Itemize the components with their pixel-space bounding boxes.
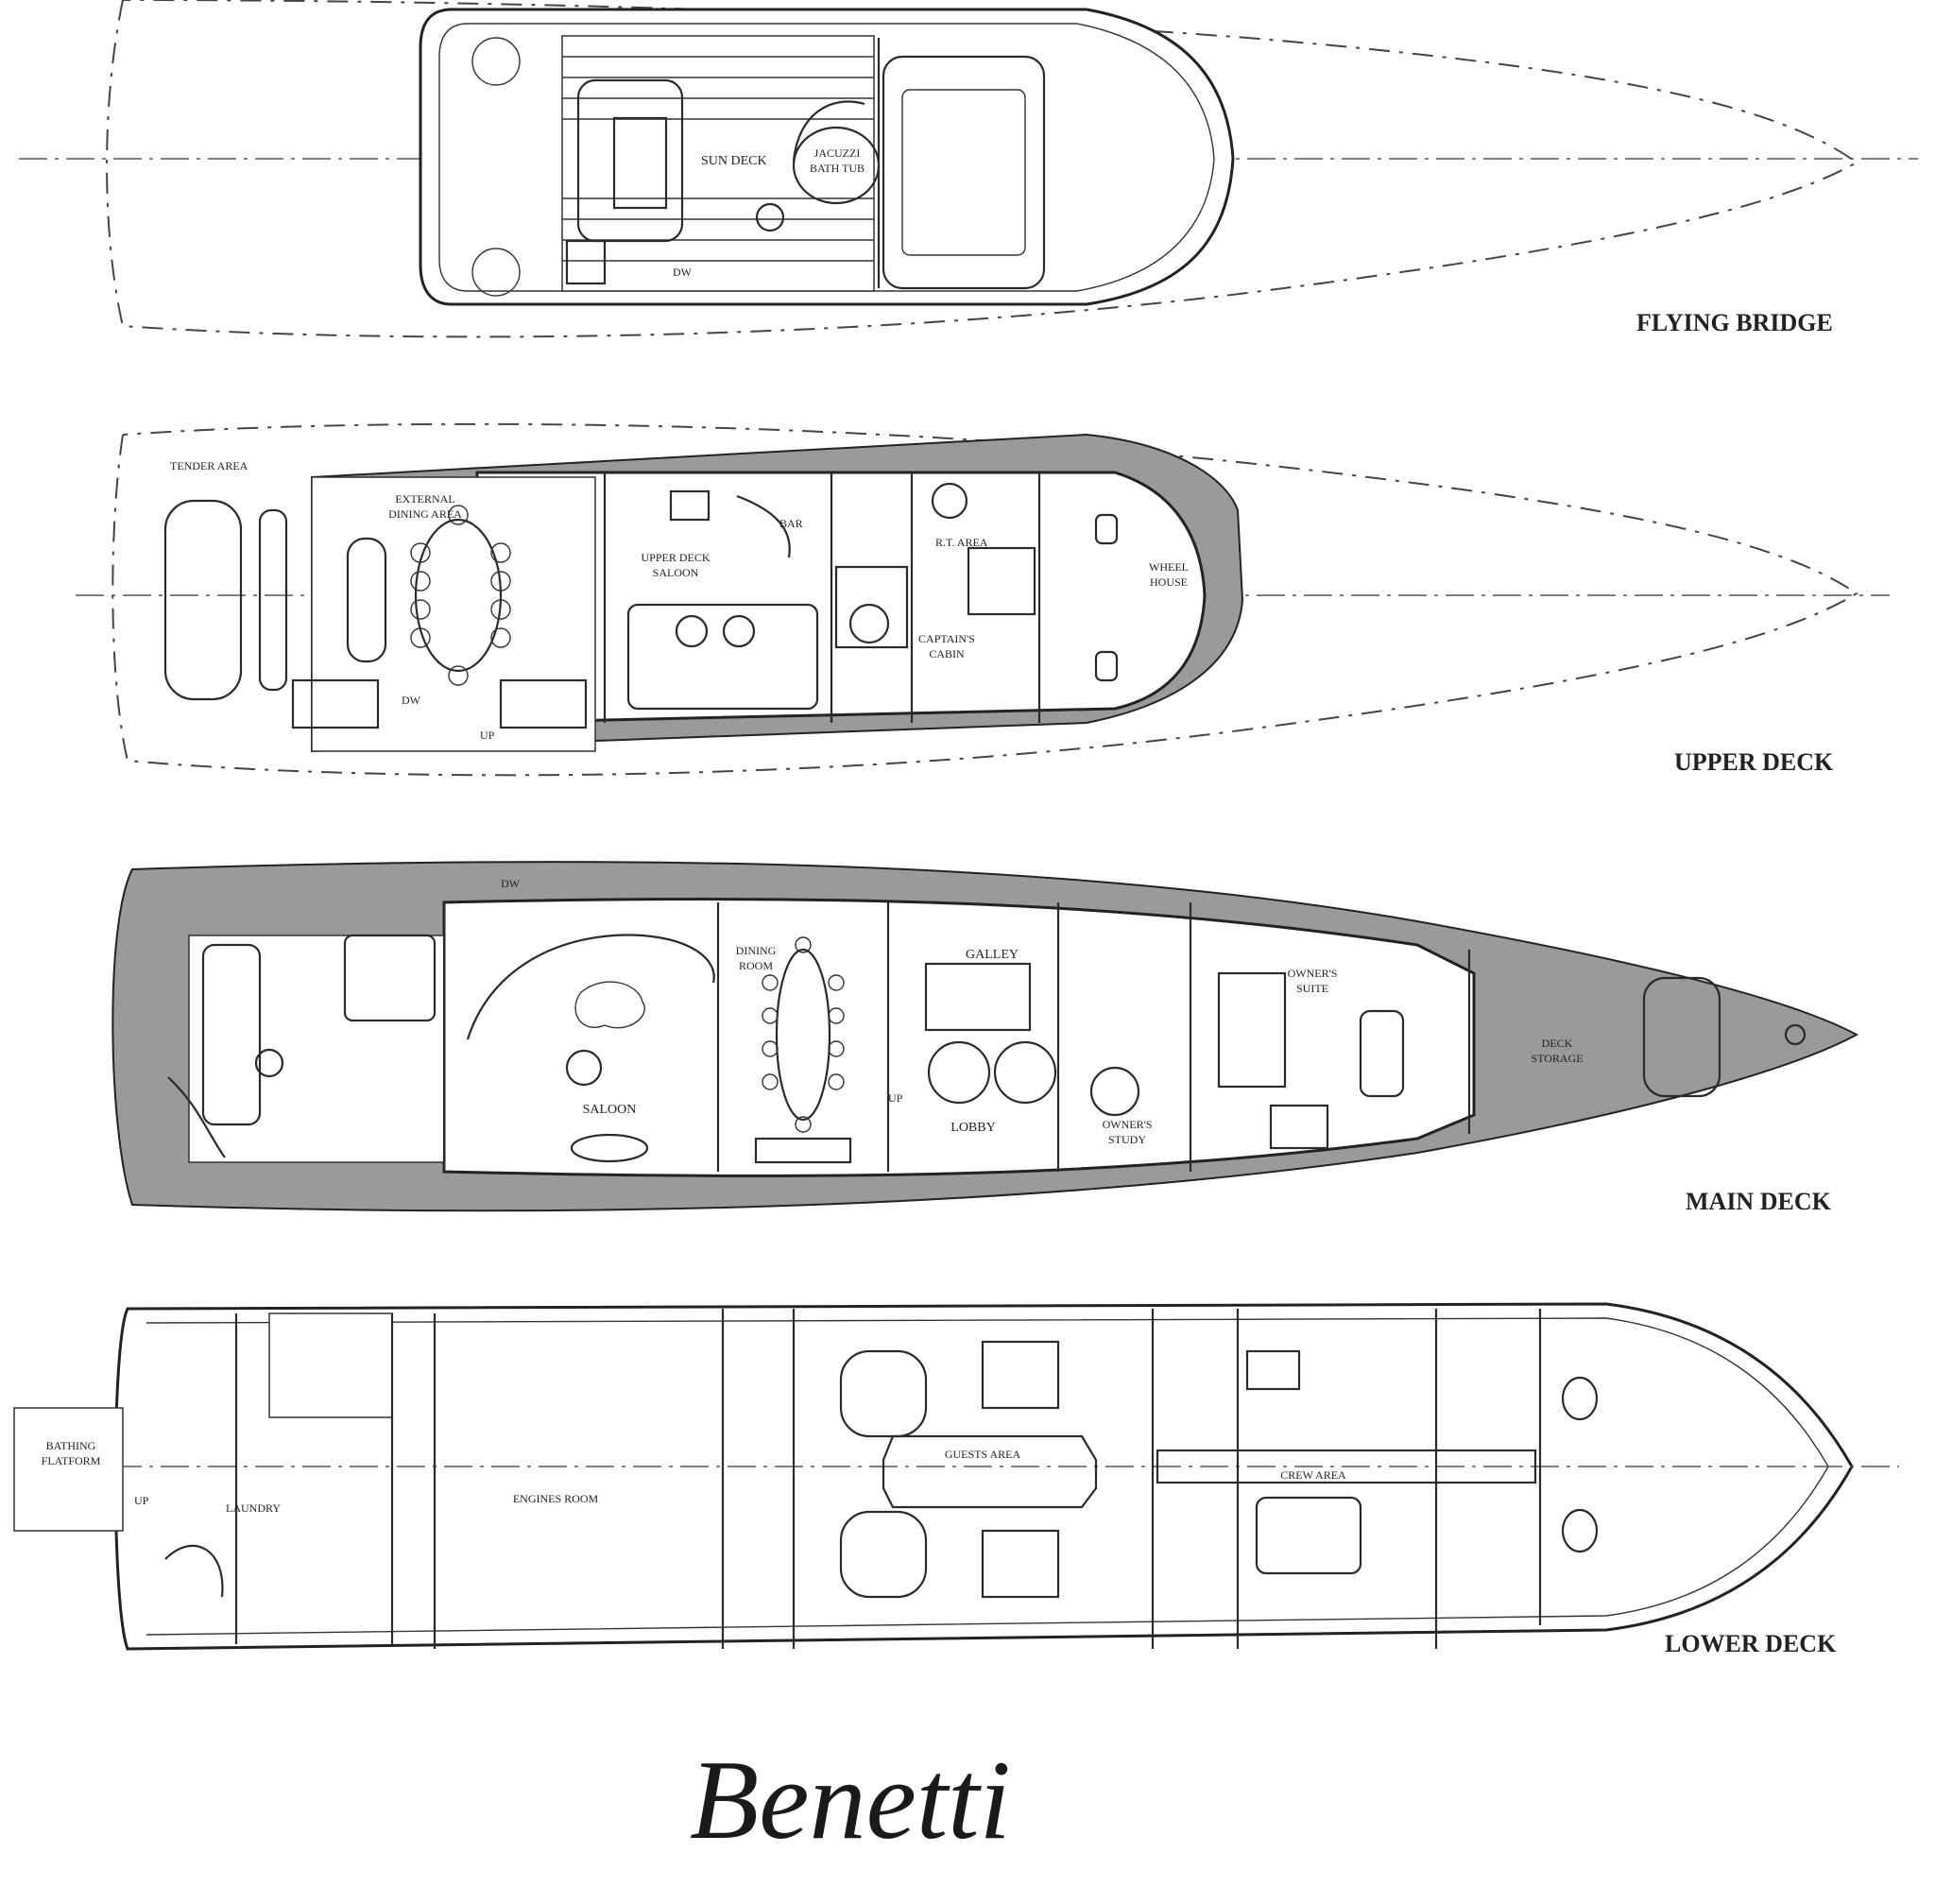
lower-deck-plan — [13, 1302, 1899, 1651]
deck-storage-room-label: STORAGE — [1531, 1052, 1583, 1065]
lobby-label: LOBBY — [950, 1121, 995, 1135]
upper-deck-plan — [76, 422, 1890, 777]
owners-suite-label: OWNER'S — [1288, 967, 1338, 980]
lower-deck-up-label: UP — [134, 1494, 149, 1507]
main-deck-plan — [111, 861, 1859, 1212]
guests-area-lobby — [882, 1434, 1098, 1509]
upper-deck-saloon-label: UPPER DECK — [641, 551, 710, 564]
wheel-house-label: HOUSE — [1150, 575, 1188, 589]
upper-deck-title: UPPER DECK — [1674, 748, 1834, 776]
captains-label: CAPTAIN'S — [918, 632, 975, 645]
wheel-label: WHEEL — [1149, 560, 1189, 574]
flying-bridge-dw-label: DW — [673, 266, 693, 279]
dining-room-label: ROOM — [739, 959, 773, 972]
main-deck-dw-label: DW — [501, 877, 521, 890]
guests-area-label: GUESTS AREA — [945, 1448, 1021, 1461]
bathing-label: BATHING — [46, 1439, 96, 1452]
owners-study-room-label: STUDY — [1108, 1133, 1146, 1146]
saloon-label: SALOON — [583, 1103, 637, 1117]
jacuzzi-label: JACUZZI — [814, 146, 861, 160]
captains-cabin-label: CABIN — [929, 647, 965, 660]
main-deck-up-label: UP — [888, 1091, 903, 1105]
sun-deck-label: SUN DECK — [701, 154, 767, 168]
external-dining-area-label: DINING AREA — [388, 507, 462, 521]
upper-saloon-label: SALOON — [653, 566, 699, 579]
laundry-label: LAUNDRY — [226, 1501, 281, 1515]
bar-label: BAR — [779, 517, 803, 530]
owners-suite-room-label: SUITE — [1296, 982, 1328, 995]
external-dining-label: EXTERNAL — [395, 492, 454, 506]
flying-bridge-plan — [19, 0, 1918, 338]
galley-label: GALLEY — [966, 948, 1019, 962]
benetti-logo: Benetti — [690, 1737, 1011, 1862]
tender-area-label: TENDER AREA — [170, 459, 248, 472]
deck-storage-label: DECK — [1542, 1037, 1573, 1050]
upper-deck-dw-label: DW — [402, 694, 421, 707]
bath-tub-label: BATH TUB — [810, 162, 865, 175]
owners-study-label: OWNER'S — [1103, 1118, 1153, 1131]
main-deck-title: MAIN DECK — [1686, 1188, 1832, 1215]
rt-area-label: R.T. AREA — [935, 536, 988, 549]
lower-deck-title: LOWER DECK — [1665, 1630, 1837, 1657]
engines-room-label: ENGINES ROOM — [513, 1492, 599, 1505]
bathing-platform-label: FLATFORM — [42, 1454, 101, 1467]
crew-area-label: CREW AREA — [1280, 1468, 1346, 1482]
flying-bridge-title: FLYING BRIDGE — [1636, 309, 1833, 336]
dining-label: DINING — [736, 944, 777, 957]
upper-deck-up-label: UP — [480, 729, 495, 742]
